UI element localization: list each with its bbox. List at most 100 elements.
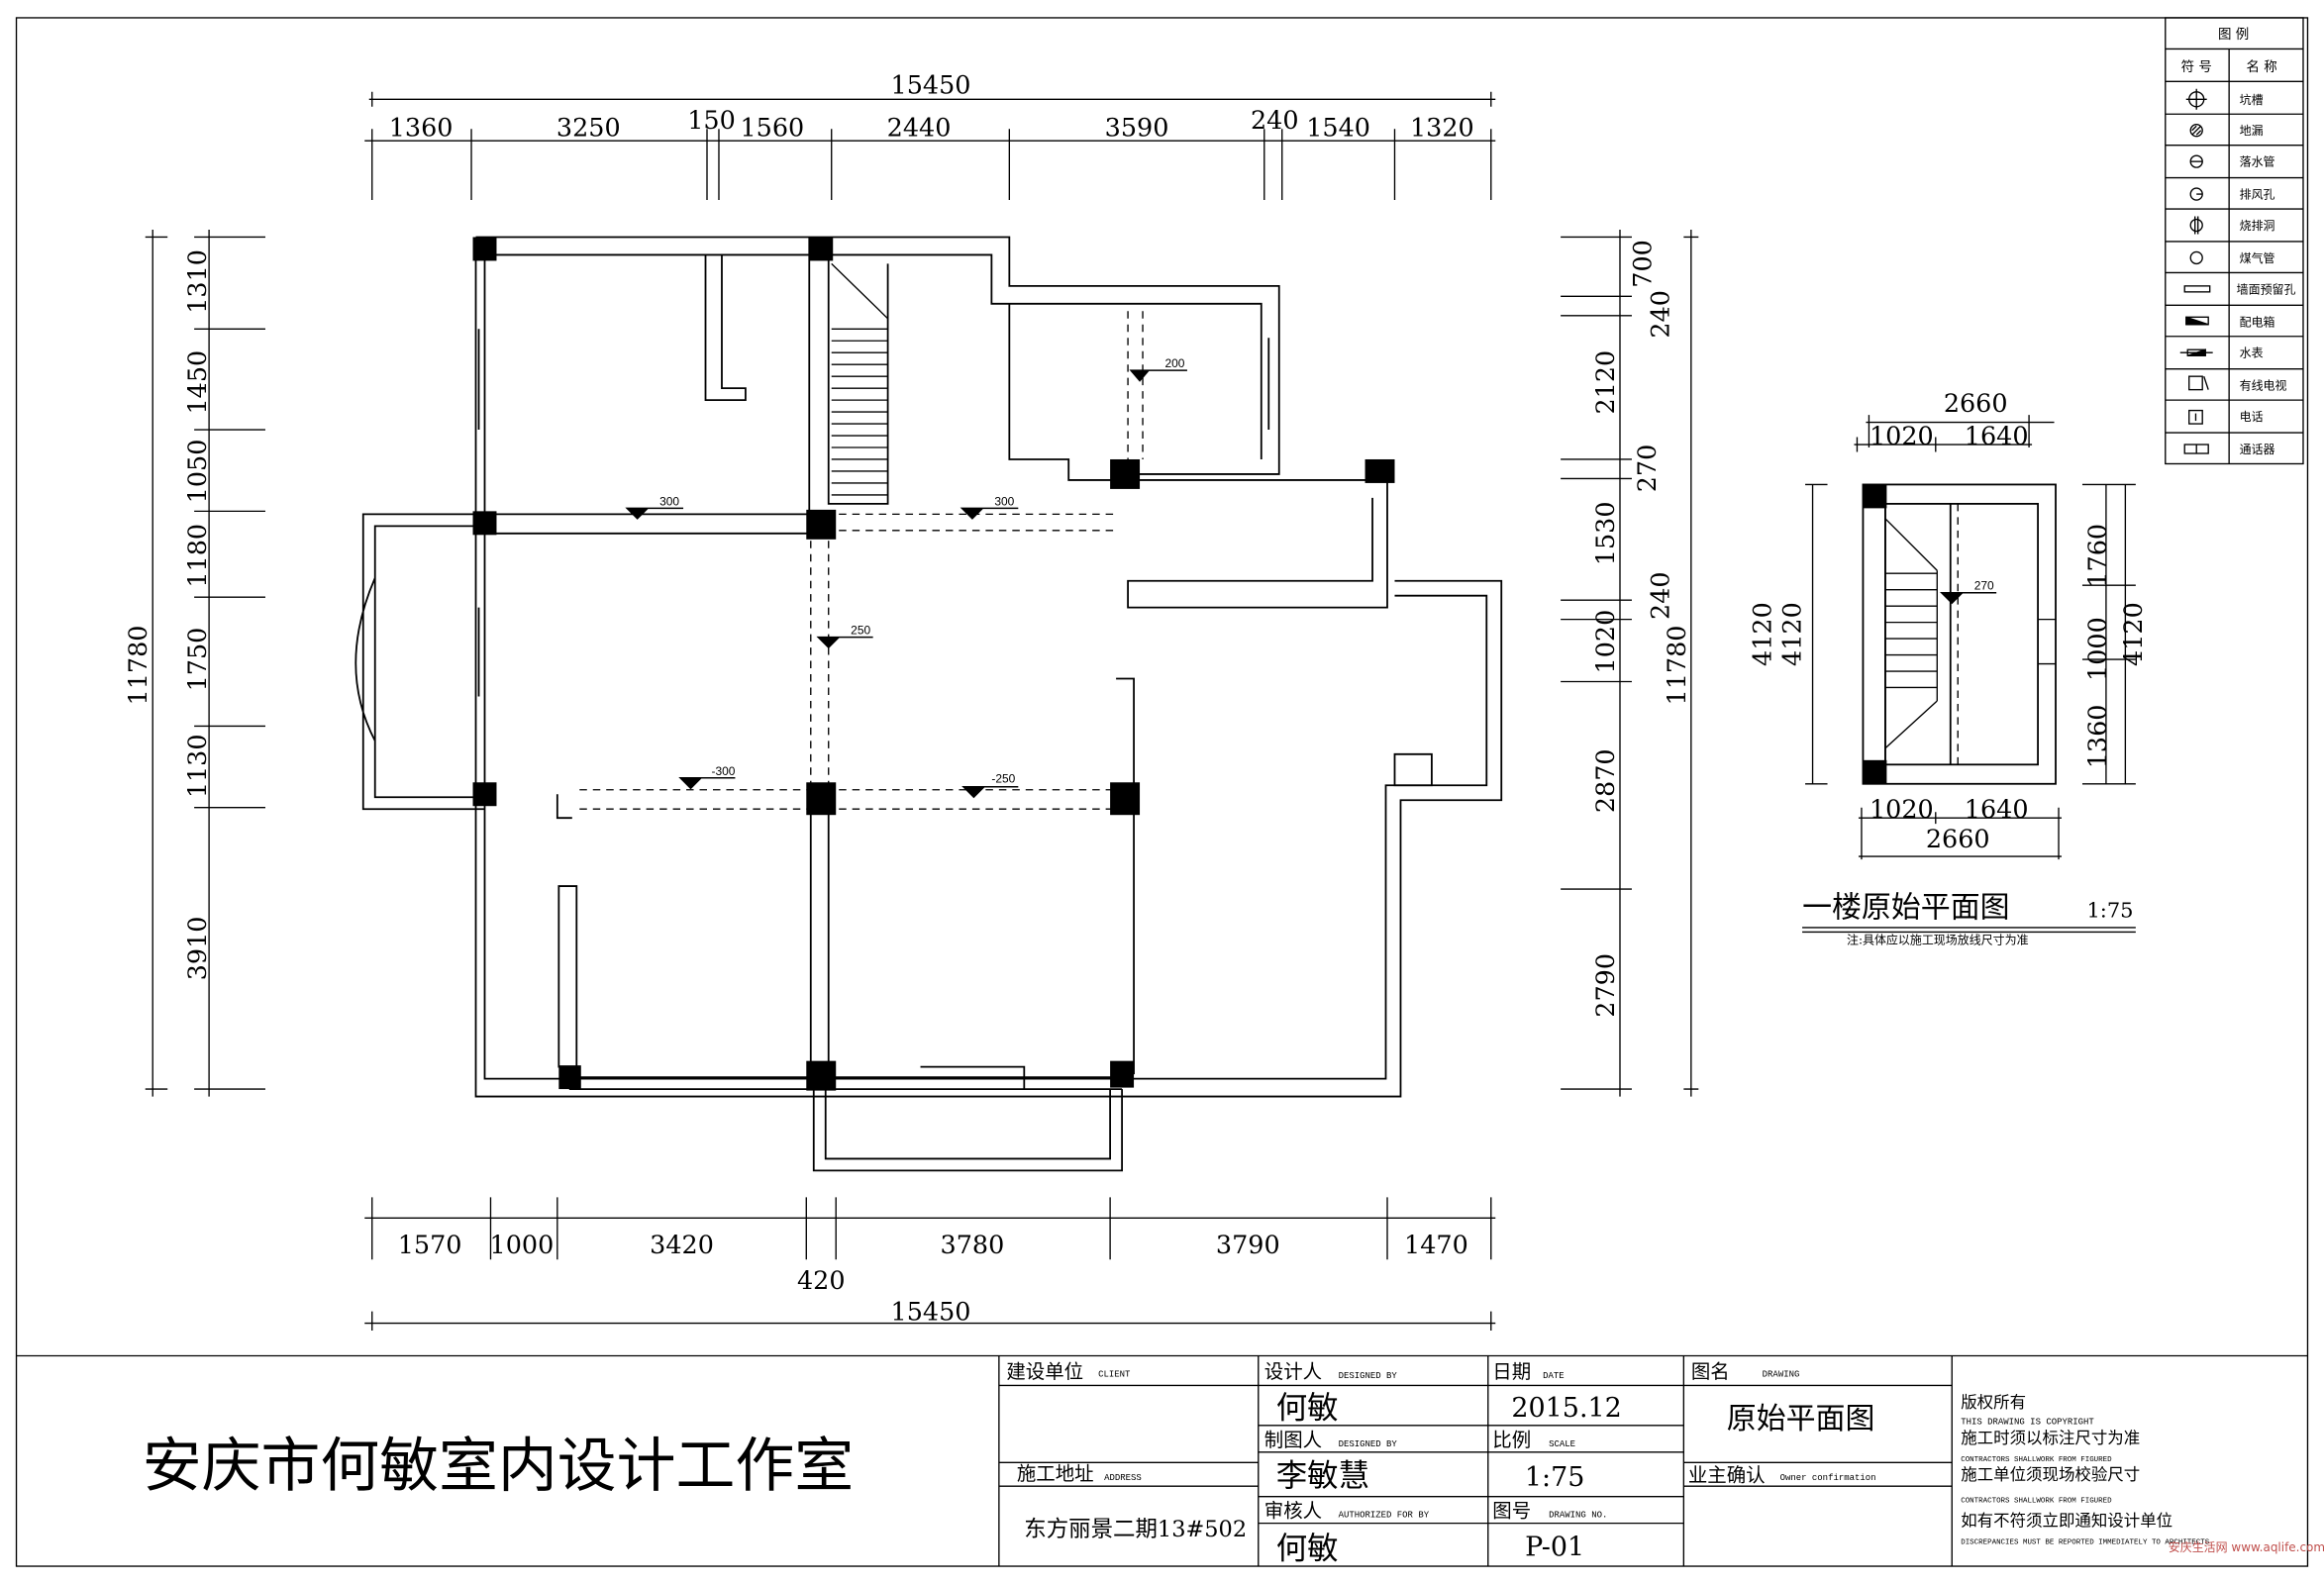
text-label: 图名 — [1691, 1360, 1730, 1383]
text-label: 1360 — [2082, 704, 2112, 768]
text-label: 1640 — [1965, 794, 2029, 824]
text-label: CONTRACTORS SHALLWORK FROM FIGURED — [1961, 1456, 2112, 1464]
circle-line-icon — [2189, 154, 2203, 168]
legend-icons — [2179, 88, 2213, 454]
text-label: DATE — [1543, 1371, 1565, 1381]
level-mark: 270 — [1939, 579, 1997, 605]
text-label: 1180 — [182, 524, 212, 588]
text-label: ADDRESS — [1104, 1473, 1142, 1483]
text-label: CONTRACTORS SHALLWORK FROM FIGURED — [1961, 1498, 2112, 1506]
column — [472, 511, 497, 536]
text-label: 制图人 — [1264, 1429, 1322, 1451]
intercom-icon — [2183, 444, 2209, 454]
text-label: DESIGNED BY — [1339, 1439, 1398, 1449]
text-label: DESIGNED BY — [1339, 1371, 1398, 1381]
text-label: 审核人 — [1264, 1500, 1322, 1523]
text-label: 1530 — [1590, 501, 1620, 565]
text-label: 1000 — [2082, 617, 2112, 681]
text-label: 700 — [1627, 240, 1657, 288]
crosshair-circle-icon — [2185, 88, 2207, 110]
text-label: 电话 — [2240, 410, 2264, 424]
text-label: 图 例 — [2218, 27, 2249, 43]
text-label: 日期 — [1492, 1360, 1531, 1383]
text-label: 排风孔 — [2240, 188, 2275, 202]
hatched-circle-icon — [2189, 124, 2203, 138]
text-label: -300 — [711, 764, 735, 778]
text-label: 4120 — [2118, 602, 2148, 666]
text-label: 何敏 — [1276, 1532, 1339, 1567]
text-label: 2015.12 — [1511, 1393, 1621, 1424]
hatched-rect-icon — [2183, 285, 2211, 293]
text-label: 2790 — [1590, 953, 1620, 1018]
level-mark: 300 — [625, 494, 684, 520]
text-label: 1760 — [2082, 524, 2112, 588]
text-label: 3780 — [941, 1230, 1005, 1259]
text-label: 4120 — [1748, 602, 1777, 666]
text-label: 1540 — [1306, 113, 1370, 143]
text-label: 李敏慧 — [1276, 1458, 1369, 1494]
text-label: 烧排洞 — [2240, 219, 2275, 233]
text-label: 300 — [659, 494, 679, 508]
text-label: 比例 — [1492, 1429, 1531, 1451]
column — [806, 1060, 837, 1091]
column — [806, 509, 837, 540]
column — [472, 237, 497, 261]
text-label: 15450 — [891, 1297, 971, 1327]
stair-plan-scale: 1:75 — [2086, 898, 2133, 922]
text-label: 1360 — [389, 113, 454, 143]
text-label: 1310 — [182, 249, 212, 314]
text-label: 煤气管 — [2240, 250, 2275, 265]
text-label: DISCREPANCIES MUST BE REPORTED IMMEDIATE… — [1961, 1539, 2210, 1547]
text-label: 1320 — [1410, 113, 1474, 143]
circle-icon — [2189, 250, 2203, 265]
text-label: 施工时须以标注尺寸为准 — [1961, 1429, 2140, 1447]
text-label: 有线电视 — [2240, 378, 2287, 393]
text-label: 240 — [1645, 571, 1674, 620]
text-label: 图号 — [1492, 1500, 1531, 1523]
text-label: 2660 — [1944, 388, 2008, 418]
text-label: 1130 — [182, 734, 212, 798]
text-label: 3590 — [1105, 113, 1169, 143]
text-label: -250 — [991, 771, 1015, 785]
drawing-frame — [15, 17, 2309, 1567]
text-label: 1750 — [182, 628, 212, 692]
text-label: 建设单位 — [1006, 1360, 1083, 1383]
text-label: 2440 — [887, 113, 952, 143]
text-label: 1470 — [1404, 1230, 1468, 1259]
column — [1110, 782, 1141, 816]
text-label: DRAWING NO. — [1549, 1511, 1607, 1521]
level-mark: 300 — [960, 494, 1019, 520]
circle-double-line-icon — [2189, 216, 2203, 235]
column — [472, 782, 497, 807]
text-label: 墙面预留孔 — [2237, 282, 2296, 296]
text-label: 版权所有 — [1961, 1393, 2026, 1412]
text-label: 地漏 — [2240, 124, 2264, 138]
text-label: 名 称 — [2246, 59, 2276, 75]
water-meter-icon — [2179, 348, 2213, 356]
text-label: 何敏 — [1276, 1390, 1339, 1426]
text-label: 420 — [797, 1265, 846, 1295]
text-label: 3910 — [182, 917, 212, 981]
phone-outlet-icon — [2188, 409, 2203, 425]
text-label: 240 — [1645, 290, 1674, 339]
level-mark: 250 — [816, 624, 873, 649]
text-label: AUTHORIZED FOR BY — [1339, 1511, 1430, 1521]
column — [806, 782, 837, 816]
company-name: 安庆市何敏室内设计工作室 — [143, 1432, 854, 1501]
text-label: 1020 — [1869, 421, 1934, 450]
text-label: 1570 — [398, 1230, 462, 1259]
text-label: 270 — [1632, 445, 1662, 493]
address-value: 东方丽景二期13#502 — [1024, 1517, 1247, 1542]
level-mark: 200 — [1129, 356, 1187, 382]
text-label: 施工地址 — [1017, 1462, 1094, 1485]
text-label: SCALE — [1549, 1439, 1575, 1449]
text-label: 300 — [994, 494, 1014, 508]
dimension-label: 11780 — [123, 626, 152, 706]
text-label: 2660 — [1926, 824, 1990, 853]
column — [809, 237, 834, 261]
